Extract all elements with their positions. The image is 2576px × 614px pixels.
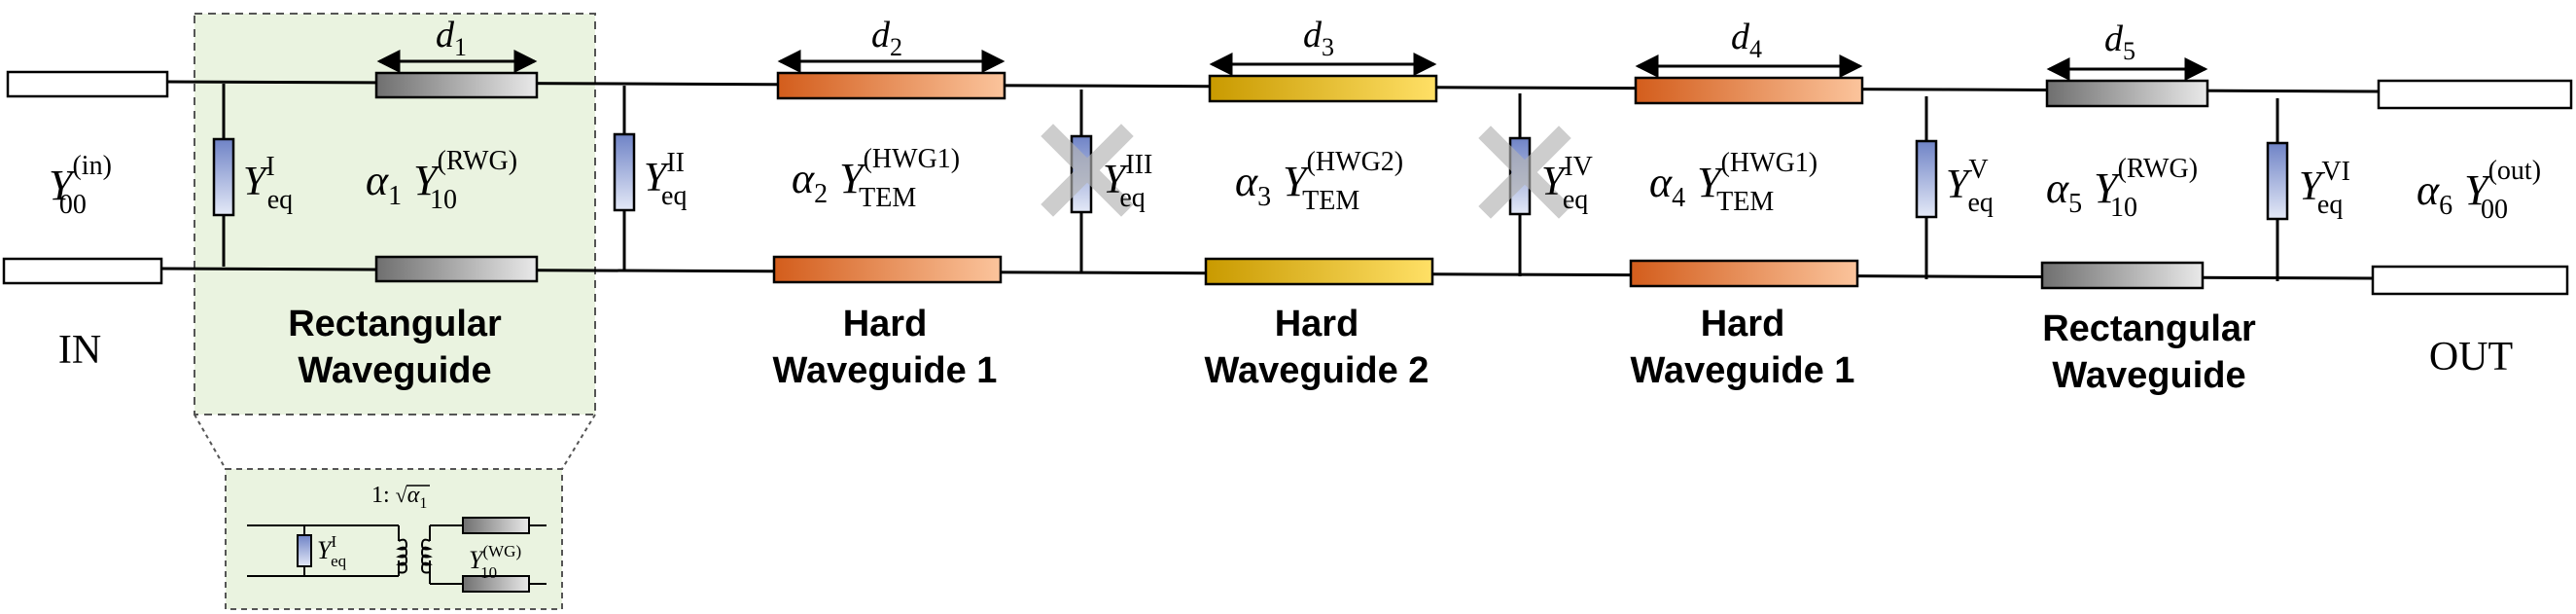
output-port-top — [2377, 79, 2573, 110]
hwg1-line-top — [776, 71, 1006, 100]
shunt-element-3-removed — [1041, 90, 1134, 272]
admittance-label-in: Y(in)00 — [49, 151, 112, 220]
rwg2-line-bottom — [2040, 261, 2205, 290]
shunt-element-2 — [613, 86, 636, 271]
shunt-element-1 — [212, 84, 235, 267]
inset-ratio-label: 1: √α1 — [371, 483, 427, 512]
output-port-bottom — [2371, 265, 2569, 296]
zoom-line-right — [561, 414, 596, 470]
port-label-out: OUT — [2429, 335, 2513, 379]
length-label-d4: d4 — [1731, 17, 1762, 63]
hwg1b-line-top — [1634, 76, 1864, 105]
hwg2-line-bottom — [1204, 257, 1434, 286]
length-label-d1: d1 — [436, 15, 467, 61]
hwg2-line-top — [1208, 74, 1438, 103]
zoom-line-left — [194, 414, 227, 470]
input-port-top — [6, 70, 169, 98]
length-label-d3: d3 — [1303, 15, 1334, 61]
cross-icon — [1041, 124, 1134, 217]
rwg2-line-top — [2045, 79, 2209, 108]
port-label-in: IN — [58, 328, 101, 373]
inset-ywg-label: Y(WG)10 — [469, 542, 521, 582]
hwg1-line-bottom — [772, 255, 1003, 284]
shunt-element-5 — [1915, 96, 1938, 279]
rwg-line-bottom — [374, 255, 539, 283]
rwg-line-top — [374, 71, 539, 99]
shunt-element-4-removed — [1478, 93, 1571, 276]
cross-icon — [1478, 126, 1571, 219]
length-label-d5: d5 — [2104, 18, 2135, 65]
length-label-d2: d2 — [871, 15, 902, 61]
input-port-bottom — [2, 257, 163, 285]
hwg1b-line-bottom — [1629, 259, 1859, 288]
shunt-element-6 — [2266, 98, 2289, 281]
